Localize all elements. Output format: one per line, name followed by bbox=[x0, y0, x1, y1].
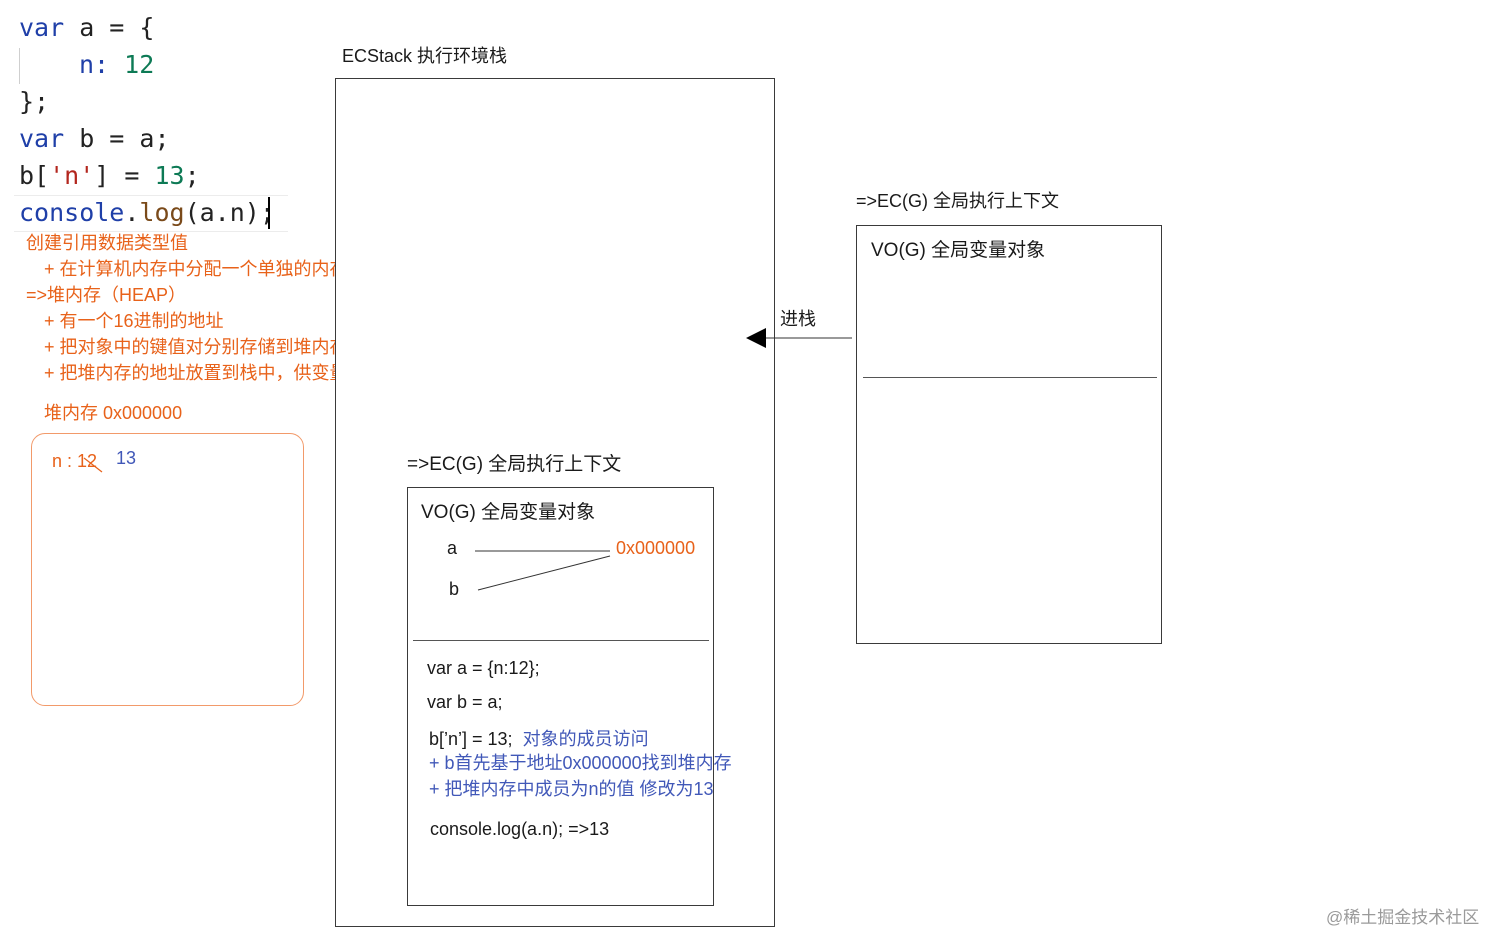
code-text: b[ bbox=[19, 161, 50, 190]
string-literal: 'n' bbox=[49, 161, 95, 190]
stmt-2: var b = a; bbox=[427, 692, 503, 712]
code-line-3: }; bbox=[19, 87, 50, 116]
code-text: (a.n); bbox=[184, 198, 275, 227]
stmt-1: var a = {n:12}; bbox=[427, 658, 540, 678]
function-name: log bbox=[139, 198, 185, 227]
object-name: console bbox=[19, 198, 125, 227]
stmt-3: b[’n’] = 13; 对象的成员访问 bbox=[429, 725, 649, 751]
ec-inner-box bbox=[407, 487, 714, 906]
ec-outer-title: =>EC(G) 全局执行上下文 bbox=[856, 191, 1060, 211]
code-text: ; bbox=[184, 161, 200, 190]
code-text: a = { bbox=[64, 13, 155, 42]
code-line-1: var a = { bbox=[19, 9, 154, 46]
code-line-5: b['n'] = 13; bbox=[19, 157, 200, 194]
number-literal: 13 bbox=[154, 161, 185, 190]
vo-outer-title: VO(G) 全局变量对象 bbox=[871, 240, 1046, 261]
code-line-4: var b = a; bbox=[19, 120, 170, 157]
note-line-4: + 有一个16进制的地址 bbox=[44, 311, 224, 331]
vo-inner-title: VO(G) 全局变量对象 bbox=[421, 502, 596, 523]
vo-divider bbox=[413, 640, 709, 641]
property-key: n: bbox=[79, 50, 110, 79]
stmt-3-note: 对象的成员访问 bbox=[522, 729, 649, 749]
heap-entry-key: n : bbox=[52, 451, 78, 471]
note-line-1: 创建引用数据类型值 bbox=[26, 233, 188, 253]
note-line-2: + 在计算机内存中分配一个单独的内存出来 bbox=[44, 259, 384, 279]
heap-box bbox=[31, 433, 304, 706]
code-line-2: n: 12 bbox=[79, 46, 154, 83]
stmt-3-detail-1: + b首先基于地址0x000000找到堆内存 bbox=[429, 753, 732, 773]
code-text: b = a; bbox=[64, 124, 170, 153]
text-caret bbox=[268, 197, 270, 229]
stmt-3-detail-2: + 把堆内存中成员为n的值 修改为13 bbox=[429, 779, 714, 799]
code-text: ] = bbox=[94, 161, 155, 190]
code-text: . bbox=[124, 198, 140, 227]
watermark: @稀土掘金技术社区 bbox=[1326, 908, 1480, 927]
note-line-6: + 把堆内存的地址放置到栈中，供变量调用 bbox=[44, 363, 384, 383]
vo-outer-divider bbox=[863, 377, 1157, 378]
stmt-3-code: b[’n’] = 13; bbox=[429, 729, 513, 749]
keyword: var bbox=[19, 124, 65, 153]
heap-title: 堆内存 0x000000 bbox=[44, 403, 183, 423]
var-a: a bbox=[447, 538, 458, 558]
stmt-4: console.log(a.n); =>13 bbox=[430, 819, 610, 839]
ec-outer-box bbox=[856, 225, 1162, 644]
push-label: 进栈 bbox=[780, 309, 816, 329]
ecstack-title: ECStack 执行环境栈 bbox=[342, 46, 508, 66]
push-arrow bbox=[746, 328, 852, 348]
pointer-lines bbox=[475, 550, 611, 591]
heap-new-value: 13 bbox=[116, 448, 137, 468]
number-literal: 12 bbox=[124, 50, 155, 79]
indent-guide bbox=[19, 48, 20, 84]
note-line-5: + 把对象中的键值对分别存储到堆内存中 bbox=[44, 337, 366, 357]
ec-inner-title: =>EC(G) 全局执行上下文 bbox=[407, 454, 622, 475]
strike-mark bbox=[83, 457, 103, 473]
keyword: var bbox=[19, 13, 65, 42]
note-line-3: =>堆内存（HEAP） bbox=[26, 285, 187, 305]
current-line-highlight bbox=[14, 195, 288, 232]
code-line-6: console.log(a.n); bbox=[19, 194, 275, 231]
var-b: b bbox=[449, 579, 460, 599]
address-value: 0x000000 bbox=[616, 538, 696, 558]
